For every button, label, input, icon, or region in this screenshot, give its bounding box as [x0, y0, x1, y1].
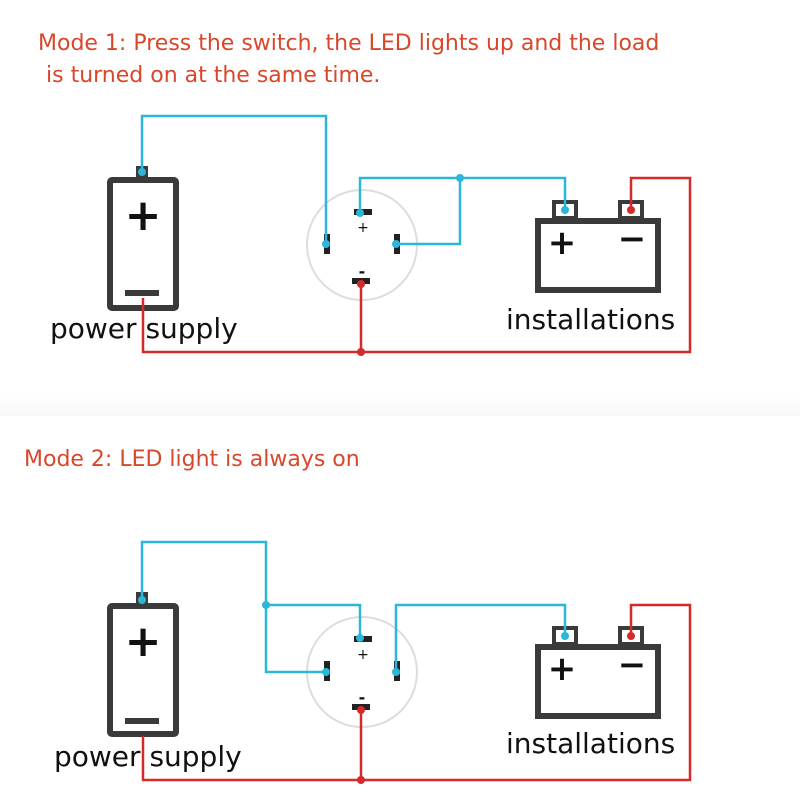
mode-2-battery-plus: +: [125, 616, 162, 667]
mode-1-wires: [140, 114, 692, 354]
mode-1-load-minus: −: [618, 219, 647, 259]
mode-1-switch-minus: -: [359, 262, 366, 281]
mode-2-load: + −: [535, 626, 661, 719]
mode-2-power-label: power supply: [54, 740, 242, 773]
mode-2-battery-minus-bar: [125, 718, 159, 724]
mode-1-battery-plus: +: [125, 190, 162, 241]
mode-1-switch-plus: +: [357, 220, 369, 236]
mode-2-load-plus: +: [548, 649, 577, 689]
mode-2-switch-minus: -: [359, 688, 366, 707]
mode-1-power-label: power supply: [50, 312, 238, 345]
mode-2-load-minus: −: [618, 645, 647, 685]
mode-2-wire-negative: [141, 603, 692, 782]
mode-1-title: Mode 1: Press the switch, the LED lights…: [38, 28, 659, 92]
mode-2-diagram: + + - + −: [54, 540, 692, 784]
mode-1-battery-minus-bar: [125, 290, 159, 296]
mode-2-switch-plus: +: [357, 647, 369, 663]
mode-2-title: Mode 2: LED light is always on: [24, 447, 360, 472]
mode-1-nodes: [138, 168, 635, 356]
mode-2-nodes: [138, 596, 635, 784]
section-divider: [0, 388, 800, 416]
mode-1-diagram: + + - + −: [50, 114, 692, 356]
mode-1-title-line-2: is turned on at the same time.: [46, 63, 381, 88]
mode-1-title-line-1: Mode 1: Press the switch, the LED lights…: [38, 31, 660, 56]
mode-1-wire-negative: [141, 176, 692, 354]
mode-2-wires: [140, 540, 692, 782]
mode-1-load-label: installations: [506, 303, 675, 336]
mode-2-wire-switch-to-load: [394, 603, 567, 672]
mode-1-load: + −: [535, 200, 661, 293]
mode-1-battery: +: [107, 166, 179, 311]
mode-1-load-plus: +: [548, 223, 577, 263]
mode-2-battery: +: [107, 592, 179, 737]
mode-2-wire-battery-to-switch: [140, 540, 362, 674]
mode-1-wire-battery-to-switch: [140, 114, 328, 244]
mode-2-load-label: installations: [506, 727, 675, 760]
